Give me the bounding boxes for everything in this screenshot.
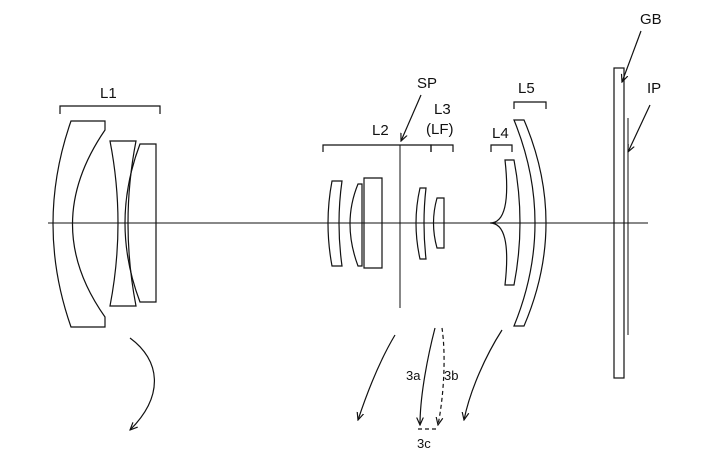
image-plane-ip — [628, 104, 651, 335]
lens-group-l4 — [464, 144, 521, 420]
label-ip: IP — [647, 80, 661, 97]
lens-group-l5 — [513, 101, 547, 327]
l3-element-1 — [415, 187, 427, 260]
l1-element-2 — [109, 140, 137, 307]
label-l1: L1 — [100, 85, 117, 102]
l2-motion-arrow — [358, 334, 396, 420]
gb-plate — [613, 67, 625, 379]
aperture-stop-sp — [399, 94, 422, 308]
l4-motion-arrow — [464, 329, 503, 420]
cover-glass-gb — [613, 30, 642, 379]
lens-group-l3 — [415, 144, 454, 430]
label-lf: (LF) — [426, 121, 454, 138]
l2-bracket — [322, 144, 432, 152]
l3-element-2 — [432, 197, 445, 249]
l3-bracket — [430, 144, 454, 152]
ip-pointer-arrow — [628, 104, 651, 152]
l2-element-3 — [363, 177, 383, 269]
l1-element-3 — [124, 143, 157, 303]
l2-element-1 — [327, 180, 343, 267]
l5-bracket — [513, 101, 547, 109]
l1-element-1 — [52, 120, 106, 328]
sp-pointer-arrow — [401, 94, 422, 141]
label-sp: SP — [417, 75, 437, 92]
label-3b: 3b — [444, 368, 458, 383]
l1-bracket — [59, 105, 161, 114]
label-gb: GB — [640, 11, 662, 28]
label-3c: 3c — [417, 436, 431, 451]
l5-element — [513, 119, 547, 327]
l3-path-3a — [420, 327, 436, 425]
lens-group-l1 — [52, 105, 161, 430]
l3-path-3b — [438, 327, 445, 425]
label-l5: L5 — [518, 80, 535, 97]
label-l2: L2 — [372, 122, 389, 139]
l4-element — [489, 159, 521, 286]
gb-pointer-arrow — [622, 30, 642, 82]
label-3a: 3a — [406, 368, 421, 383]
l1-motion-arrow — [130, 337, 155, 430]
label-l4: L4 — [492, 125, 509, 142]
l4-bracket — [490, 144, 513, 152]
label-l3: L3 — [434, 101, 451, 118]
l2-element-2 — [349, 183, 363, 267]
